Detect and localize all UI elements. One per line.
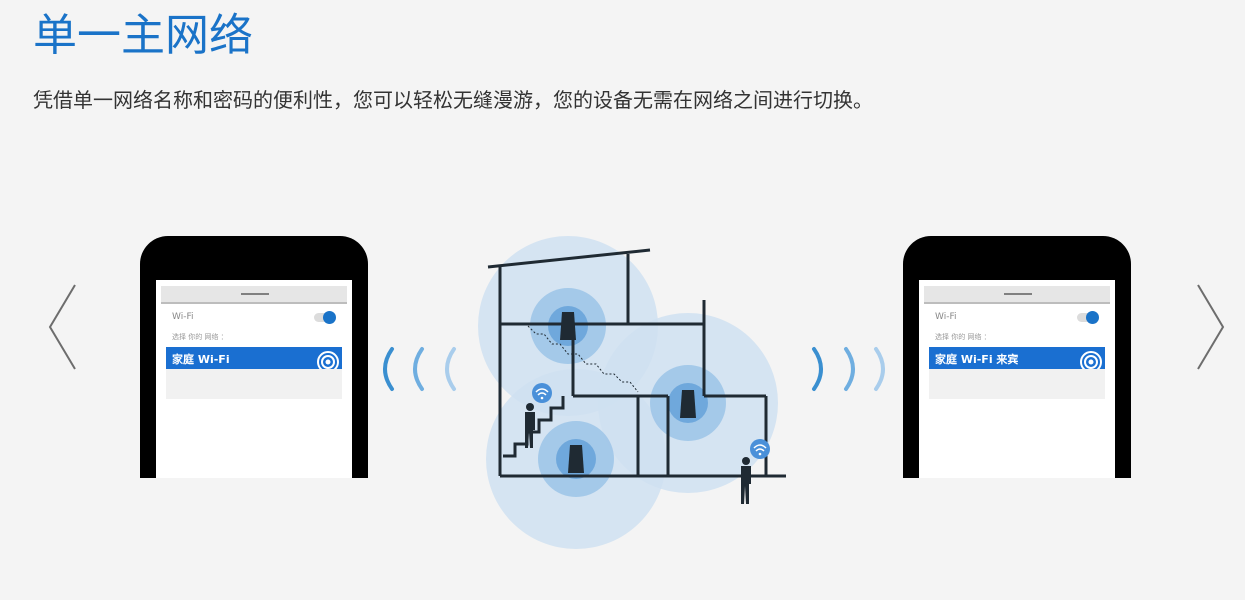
screen-top-bar (161, 286, 347, 304)
phone-left: Wi-Fi 选择 你的 网络 ： 家庭 Wi-Fi (140, 236, 368, 478)
phone-screen: Wi-Fi 选择 你的 网络 ： 家庭 Wi-Fi 来宾 (919, 280, 1115, 478)
home-mesh-illustration (478, 230, 794, 550)
chevron-right-icon[interactable] (1196, 283, 1226, 371)
toggle-knob (1086, 311, 1099, 324)
wifi-toggle[interactable] (314, 311, 336, 324)
grab-handle (1004, 293, 1032, 295)
phone-right: Wi-Fi 选择 你的 网络 ： 家庭 Wi-Fi 来宾 (903, 236, 1131, 478)
network-name: 家庭 Wi-Fi (172, 353, 230, 366)
page-title: 单一主网络 (33, 10, 253, 61)
empty-list-row (929, 369, 1105, 399)
signal-waves-right (808, 346, 888, 392)
network-row[interactable]: 家庭 Wi-Fi (166, 347, 342, 373)
network-row[interactable]: 家庭 Wi-Fi 来宾 (929, 347, 1105, 373)
wifi-label: Wi-Fi (172, 312, 194, 322)
screen-top-bar (924, 286, 1110, 304)
signal-waves-left (380, 346, 460, 392)
wifi-toggle[interactable] (1077, 311, 1099, 324)
divider (924, 302, 1110, 304)
wifi-label: Wi-Fi (935, 312, 957, 322)
empty-list-row (166, 369, 342, 399)
choose-network-label: 选择 你的 网络 ： (935, 333, 991, 341)
phone-screen: Wi-Fi 选择 你的 网络 ： 家庭 Wi-Fi (156, 280, 352, 478)
network-name: 家庭 Wi-Fi 来宾 (935, 353, 1019, 366)
choose-network-label: 选择 你的 网络 ： (172, 333, 228, 341)
toggle-knob (323, 311, 336, 324)
page-subtitle: 凭借单一网络名称和密码的便利性，您可以轻松无缝漫游，您的设备无需在网络之间进行切… (33, 88, 873, 112)
grab-handle (241, 293, 269, 295)
chevron-left-icon[interactable] (47, 283, 77, 371)
divider (161, 302, 347, 304)
